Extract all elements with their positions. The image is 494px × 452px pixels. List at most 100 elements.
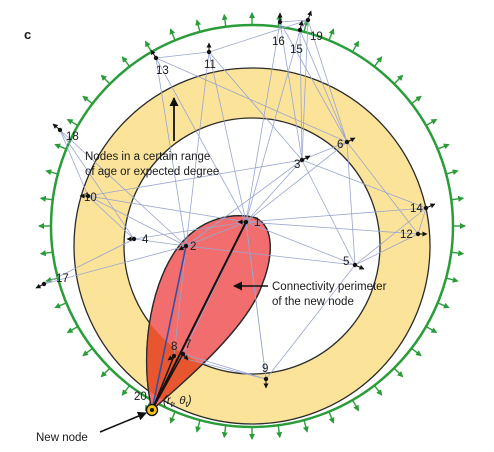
outer-boundary-arrow [195,19,202,33]
edge-n12-n6 [346,141,419,235]
edge-n5-n6 [346,141,356,266]
node-13-velocity-arrow [150,49,157,59]
edge-n6-n16 [279,21,348,143]
outer-boundary-arrow [82,347,93,357]
outer-boundary-arrow [221,425,228,439]
outer-boundary-arrow [100,74,111,85]
node-4-label: 4 [142,234,149,246]
outer-boundary-arrow [437,143,450,150]
node-3-label: 3 [294,159,300,171]
outer-boundary-arrow [169,411,176,424]
outer-boundary-arrow [411,347,422,357]
edge-n9-n8 [173,355,267,380]
outer-boundary-arrow [169,28,176,41]
node-11-label: 11 [204,59,216,71]
outer-boundary-arrow [66,325,79,334]
edge-n5-n2 [185,245,356,266]
node-5-label: 5 [343,256,349,268]
outer-boundary-arrow [121,56,131,67]
edge-n13-n6 [155,57,348,143]
node-18-label: 18 [66,131,79,143]
panel-letter: c [24,27,31,42]
outer-boundary-arrow [393,74,404,85]
node-15-velocity-arrow [298,20,304,31]
outer-boundary-arrow [54,143,67,150]
edge-n10-n3 [87,159,303,197]
new-node-marker [145,403,159,417]
node-19-velocity-arrow [307,10,312,21]
edge-n9-n1 [245,221,267,380]
outer-boundary-arrow [351,40,360,53]
node-15-label: 15 [290,44,303,56]
node-3-velocity-arrow [301,155,311,161]
outer-boundary-arrow [451,250,465,257]
outer-boundary-arrow [82,95,93,105]
edge-n5-n9 [265,264,356,380]
outer-boundary-arrow [351,399,360,412]
edge-n2-n13 [155,57,187,247]
outer-boundary-arrow [393,367,404,378]
edge-n1-n4 [133,221,247,240]
annulus-label-line1: Nodes in a certain range [85,151,210,163]
edge-n2-n4 [133,238,187,247]
node-8-label: 8 [171,341,177,353]
outer-boundary-arrow [425,325,438,334]
edge-n3-n5 [301,159,356,266]
node-16-label: 16 [272,36,285,48]
edge-n2-n17 [43,245,187,285]
outer-boundary-arrow [144,40,153,53]
outer-boundary-arrow [451,195,465,202]
edge-n1-n5 [245,221,356,266]
outer-boundary-arrow [66,118,79,127]
new-node-label: New node [36,432,88,444]
edge-n5-n14 [354,207,427,266]
edge-n4-n10 [87,195,135,240]
node-2-velocity-arrow [178,245,187,251]
node-7-velocity-arrow [182,353,189,361]
edge-n10-n18 [59,129,89,197]
edge-n8-n2 [173,245,187,357]
outer-boundary-arrow [39,250,53,257]
node-17-label: 17 [56,273,69,285]
network-edges [43,19,427,380]
new-node-coordinate: (rt, θt) [163,395,192,409]
edge-n16-n19 [279,19,309,23]
edge-n1-n14 [245,207,427,223]
outer-boundary-arrow [445,169,459,176]
node-9-label: 9 [262,363,268,375]
edge-n3-n15 [299,29,303,161]
outer-boundary-arrow [302,419,309,433]
node-10-label: 10 [84,192,97,204]
perimeter-axis [151,221,247,411]
edge-n1-n13 [155,57,247,223]
edge-n17-n4 [43,238,135,285]
edge-n3-n19 [301,19,309,161]
edge-n1-n16 [245,21,281,223]
edge-n6-n19 [307,19,348,143]
node-7-label: 7 [185,339,191,351]
edge-n2-n10 [87,195,187,247]
edge-n12-n14 [417,207,427,235]
node-12-label: 12 [400,229,413,241]
edge-n11-n19 [208,19,309,53]
edge-n1-n11 [208,51,247,223]
edge-n6-n15 [299,29,348,143]
node-14-velocity-arrow [425,203,436,209]
annulus-label-line2: of age or expected degree [85,166,219,178]
edge-n3-n11 [208,51,303,161]
outer-boundary-arrow [276,425,283,439]
node-19-label: 19 [310,31,323,43]
perimeter-label-line1: Connectivity perimeter [272,281,387,293]
new-node-pointer-arrow [99,411,147,433]
outer-boundary-arrow [425,118,438,127]
outer-boundary-arrow [221,13,228,27]
outer-boundary-arrow [437,302,450,309]
node-6-label: 6 [337,139,343,151]
edge-n18-n2 [59,129,187,247]
outer-boundary-arrow [39,195,53,202]
edge-n11-n13 [155,51,210,59]
outer-boundary-arrow [45,169,59,176]
node-20-label: 20 [134,391,147,403]
outer-boundary-arrow [195,419,202,433]
